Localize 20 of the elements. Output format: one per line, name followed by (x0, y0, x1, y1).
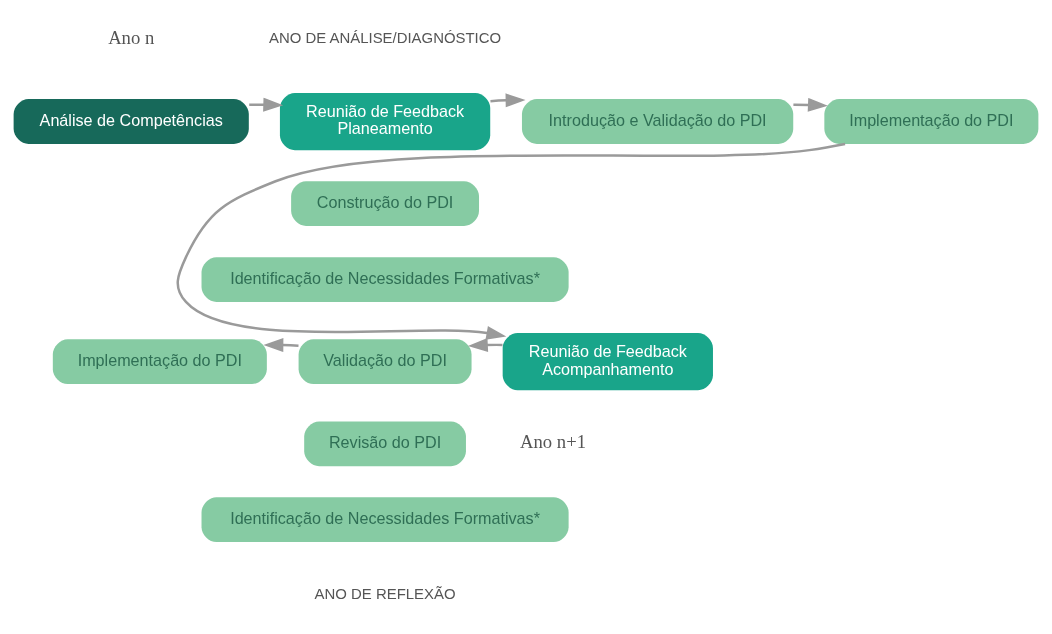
node-box: Identificação de Necessidades Formativas* (201, 256, 569, 302)
node-box: Identificação de Necessidades Formativas* (201, 496, 569, 542)
label: ANO DE REFLEXÃO (314, 584, 456, 602)
node-box: Implementação do PDI (824, 98, 1039, 144)
node-box: Reunião de Feedback Acompanhamento (502, 332, 713, 390)
node-box: Construção do PDI (291, 180, 479, 226)
arrow (490, 92, 526, 107)
node-box: Reunião de Feedback Planeamento (279, 92, 491, 150)
arrow (176, 142, 846, 340)
arrow (793, 97, 828, 112)
node-box: Introdução e Validação do PDI (521, 98, 794, 144)
label: ANO DE ANÁLISE/DIAGNÓSTICO (268, 28, 502, 46)
arrow (263, 337, 299, 352)
node-box: Implementação do PDI (52, 338, 267, 384)
node-box: Análise de Competências (13, 98, 249, 144)
label: Ano n+1 (520, 430, 587, 452)
arrow (249, 97, 284, 112)
label: Ano n (108, 26, 155, 48)
node-box: Validação do PDI (298, 338, 472, 384)
node-box: Revisão do PDI (304, 420, 466, 466)
